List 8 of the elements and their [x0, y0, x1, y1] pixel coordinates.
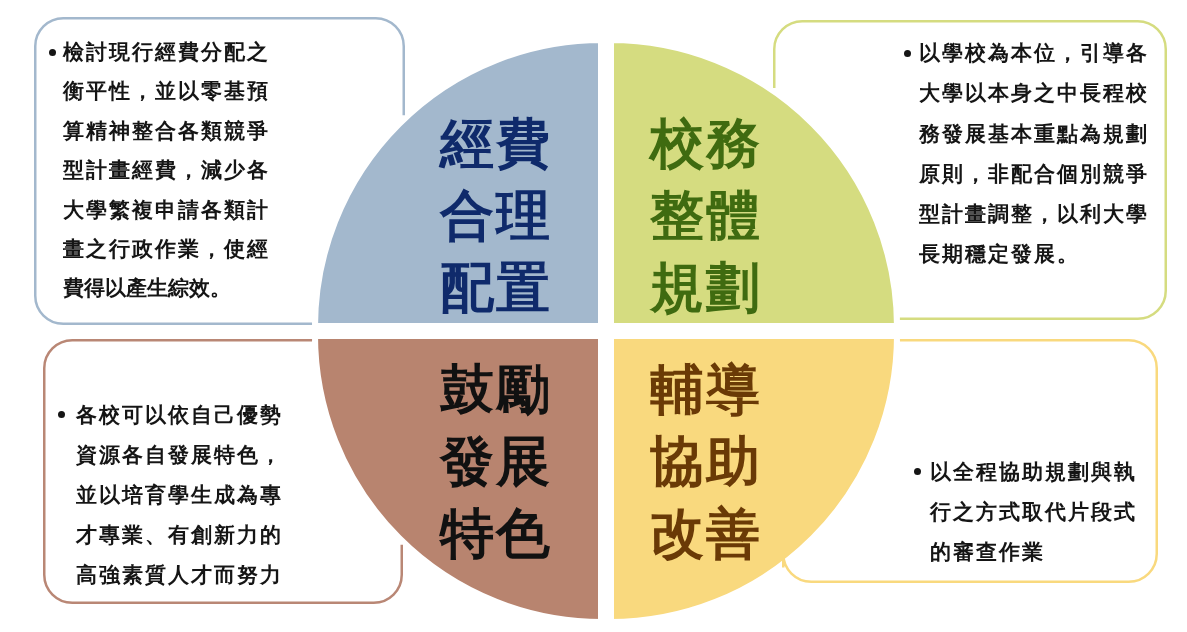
description-text: 以學校為本位，引導各大學以本身之中長程校務發展基本重點為規劃原則，非配合個別競爭型計畫調整，以利大學長期穩定發展。	[919, 40, 1150, 269]
description-text: 各校可以依自己優勢資源各自發展特色，並以培育學生成為專才專業、有創新力的高強素質人才而努力	[76, 402, 284, 589]
description-text: 以全程協助規劃與執行之方式取代片段式的審查作業	[930, 459, 1138, 566]
description-text: 檢討現行經費分配之衡平性，並以零基預算精神整合各類競爭型計畫經費，減少各大學繁複申請各類計畫之行政作業，使經費得以產生綜效。	[63, 39, 268, 303]
quadrant-title: 輔導協助改善	[650, 357, 763, 567]
quadrant-title: 經費合理配置	[440, 111, 553, 321]
quadrant-title: 校務整體規劃	[650, 111, 763, 321]
quadrant-title: 鼓勵發展特色	[440, 357, 553, 567]
